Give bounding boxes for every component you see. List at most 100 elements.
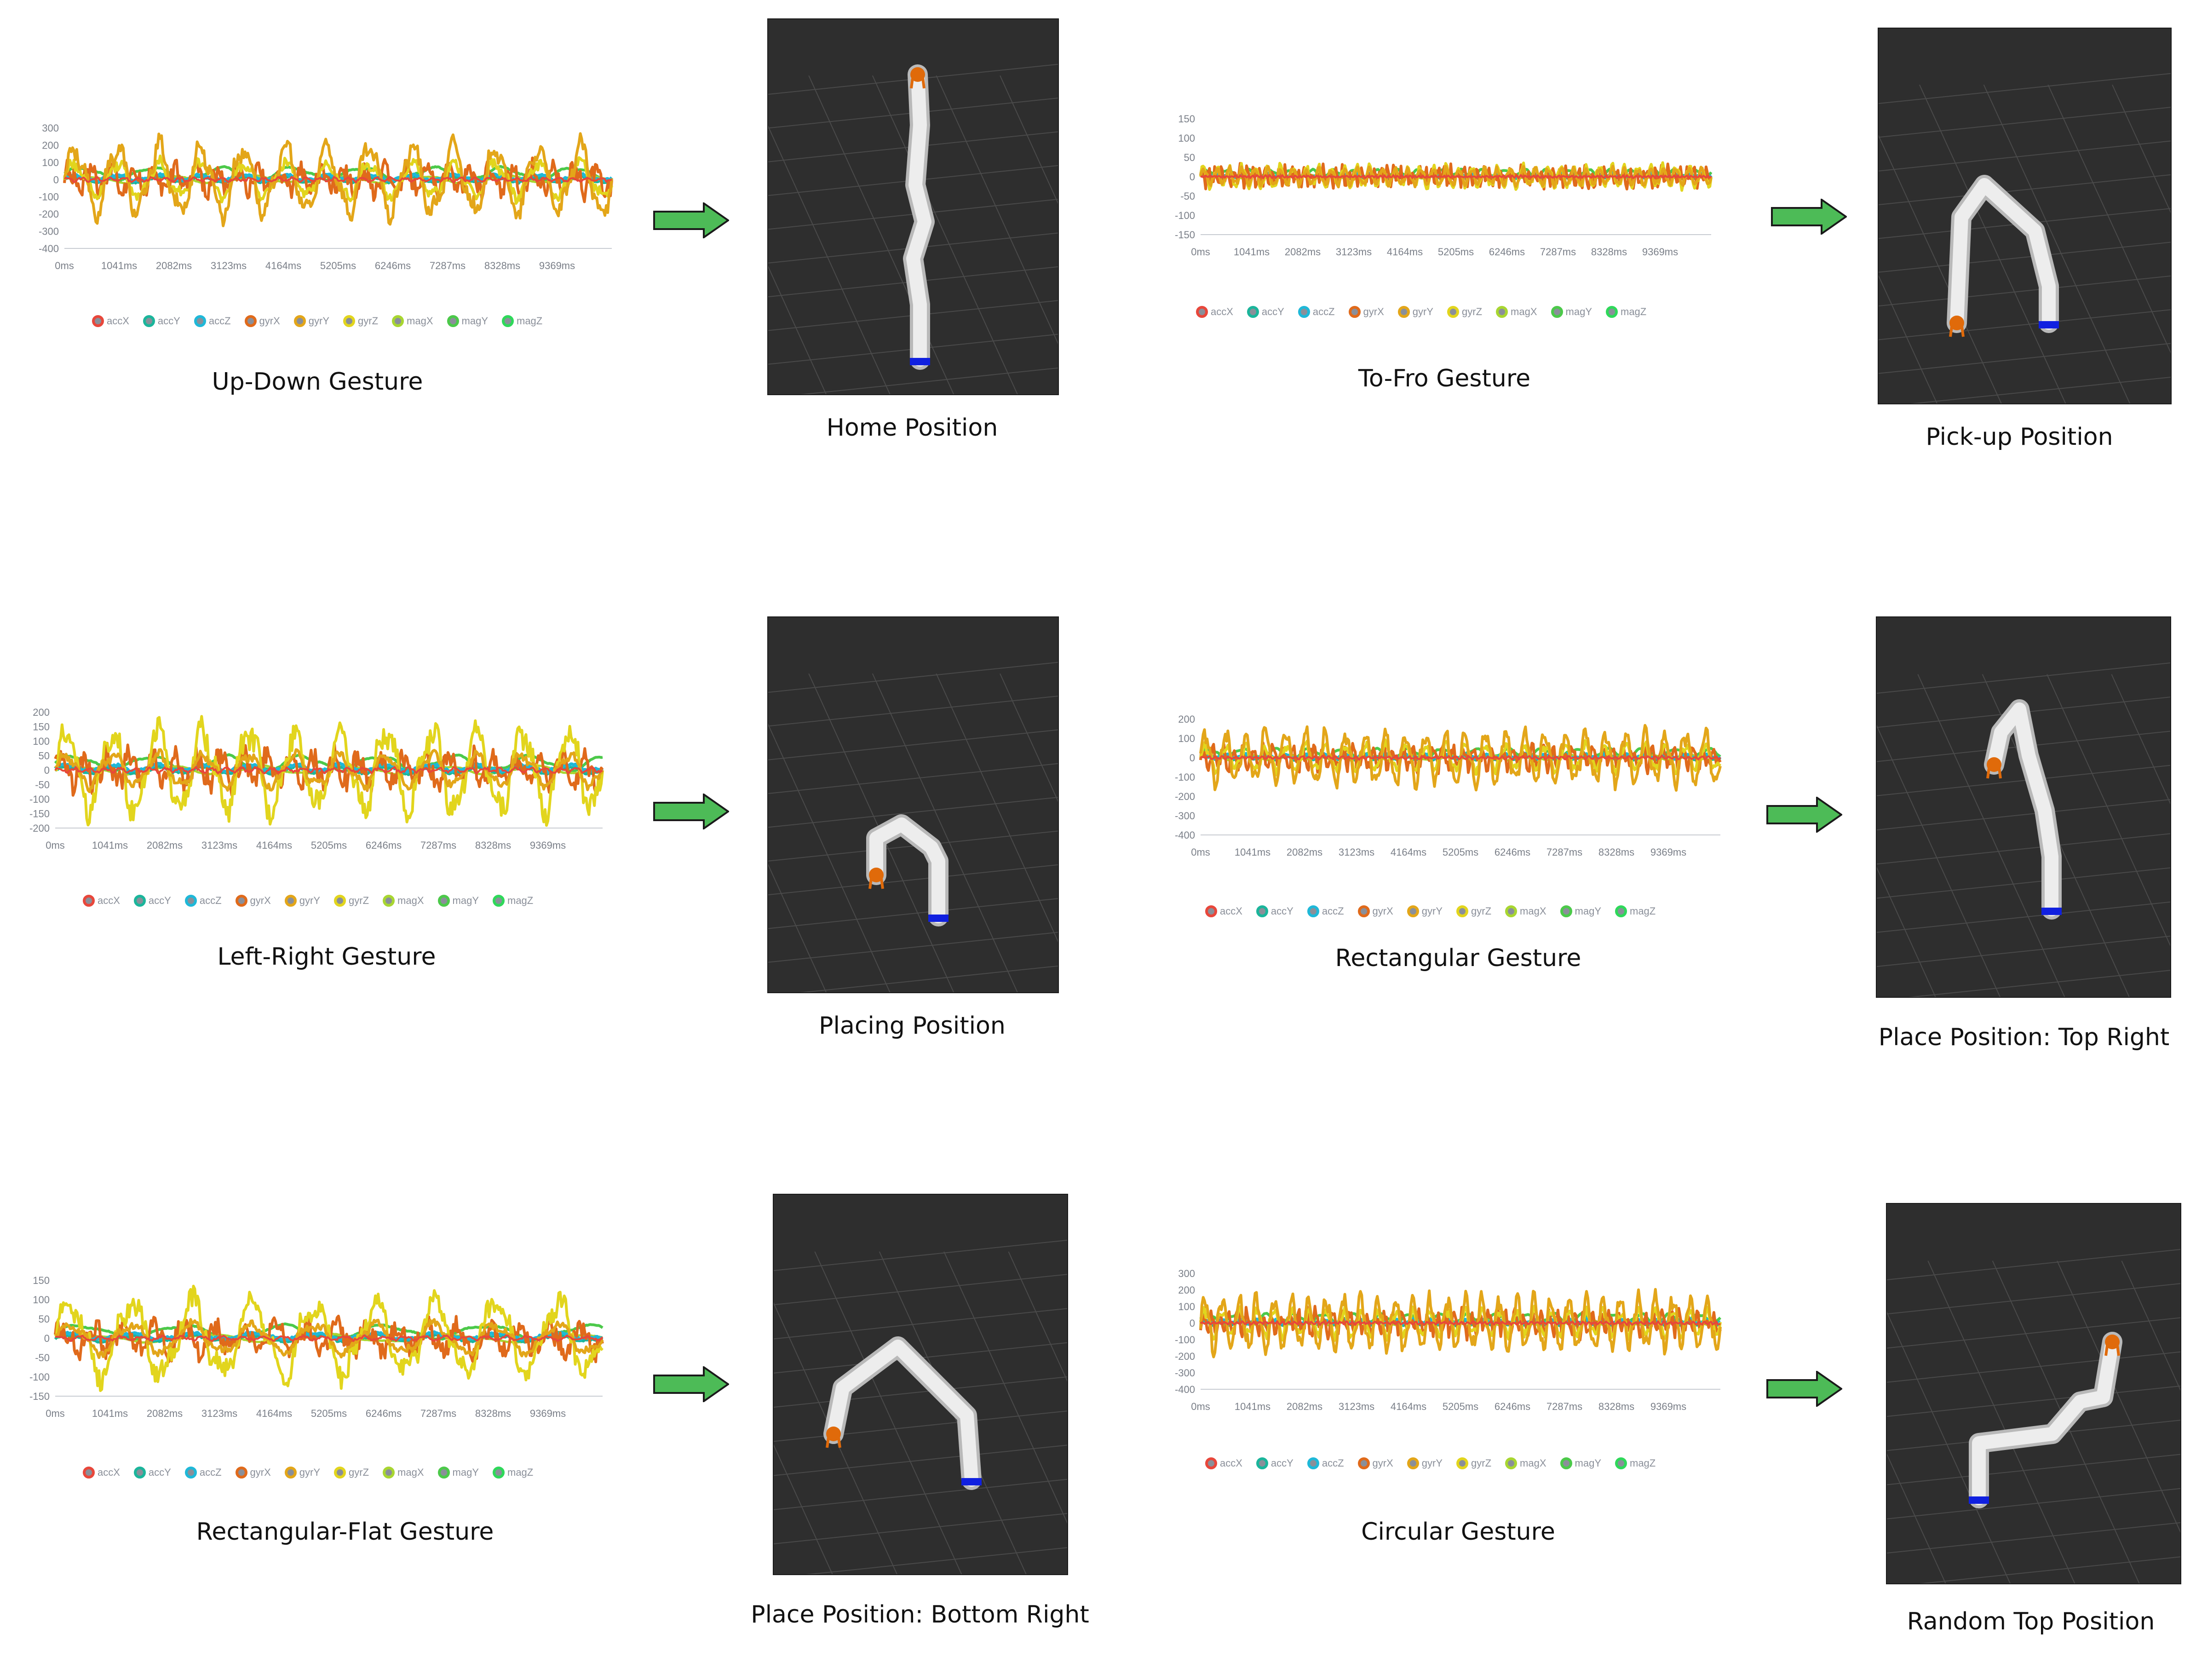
legend-dot xyxy=(334,1467,346,1479)
y-tick-label: -300 xyxy=(39,226,59,237)
robot-view-pickup xyxy=(1878,28,2172,404)
legend-item-magY[interactable]: magY xyxy=(1560,1457,1601,1469)
legend-item-accY[interactable]: accY xyxy=(1247,306,1284,318)
ground-grid-line xyxy=(943,1251,1067,1524)
legend-item-accX[interactable]: accX xyxy=(1196,306,1233,318)
legend-item-magY[interactable]: magY xyxy=(1560,905,1601,917)
legend-item-magZ[interactable]: magZ xyxy=(1615,905,1656,917)
x-tick-label: 4164ms xyxy=(256,840,292,851)
legend-item-magZ[interactable]: magZ xyxy=(1615,1457,1656,1469)
legend-item-magX[interactable]: magX xyxy=(1505,1457,1546,1469)
legend-item-magX[interactable]: magX xyxy=(1505,905,1546,917)
legend-item-gyrZ[interactable]: gyrZ xyxy=(1447,306,1482,318)
position-caption: Placing Position xyxy=(819,1012,1006,1040)
legend-item-accY[interactable]: accY xyxy=(1256,1457,1293,1469)
x-tick-label: 6246ms xyxy=(366,1408,402,1419)
ground-grid-line xyxy=(1877,867,2170,899)
legend-item-accZ[interactable]: accZ xyxy=(184,1467,222,1479)
x-tick-label: 6246ms xyxy=(366,840,402,851)
legend-item-gyrZ[interactable]: gyrZ xyxy=(334,895,369,907)
legend-item-magX[interactable]: magX xyxy=(383,1467,424,1479)
legend-item-accZ[interactable]: accZ xyxy=(1307,905,1344,917)
legend-item-gyrY[interactable]: gyrY xyxy=(1407,1457,1443,1469)
chart-legend: accX accY accZ gyrX gyrY gyrZ magX magY magZ xyxy=(83,1467,547,1479)
legend-item-accY[interactable]: accY xyxy=(133,1467,171,1479)
legend-item-gyrX[interactable]: gyrX xyxy=(244,315,280,327)
legend-item-gyrX[interactable]: gyrX xyxy=(235,1467,271,1479)
legend-item-gyrX[interactable]: gyrX xyxy=(1357,1457,1393,1469)
legend-item-gyrY[interactable]: gyrY xyxy=(293,315,329,327)
ground-grid-line xyxy=(1879,275,2171,307)
y-tick-label: 300 xyxy=(42,122,59,134)
legend-dot xyxy=(284,1467,297,1479)
end-effector xyxy=(2105,1335,2120,1349)
legend-label: accZ xyxy=(199,1467,222,1478)
legend-item-gyrY[interactable]: gyrY xyxy=(1407,905,1443,917)
legend-item-accX[interactable]: accX xyxy=(83,895,120,907)
legend-dot xyxy=(1298,306,1310,318)
legend-item-gyrX[interactable]: gyrX xyxy=(235,895,271,907)
legend-item-accZ[interactable]: accZ xyxy=(1298,306,1335,318)
legend-item-magY[interactable]: magY xyxy=(447,315,488,327)
chart-legend: accX accY accZ gyrX gyrY gyrZ magX magY magZ xyxy=(83,895,547,907)
series-line-gyrY xyxy=(63,132,613,227)
y-tick-label: 100 xyxy=(42,157,59,168)
legend-label: gyrZ xyxy=(358,315,379,327)
legend-label: gyrY xyxy=(299,895,321,906)
arrow-right-icon xyxy=(1766,1371,1842,1407)
legend-item-accX[interactable]: accX xyxy=(83,1467,120,1479)
legend-item-gyrZ[interactable]: gyrZ xyxy=(334,1467,369,1479)
legend-item-accZ[interactable]: accZ xyxy=(1307,1457,1344,1469)
legend-item-accZ[interactable]: accZ xyxy=(184,895,222,907)
legend-item-gyrY[interactable]: gyrY xyxy=(284,1467,320,1479)
y-tick-label: 50 xyxy=(39,1313,50,1325)
robot-base xyxy=(961,1478,982,1485)
legend-item-magY[interactable]: magY xyxy=(1551,306,1592,318)
legend-item-gyrY[interactable]: gyrY xyxy=(1397,306,1433,318)
legend-item-magX[interactable]: magX xyxy=(392,315,433,327)
arrow-right-icon xyxy=(653,794,729,829)
legend-label: accX xyxy=(98,1467,120,1478)
legend-item-accX[interactable]: accX xyxy=(1205,1457,1242,1469)
legend-item-magZ[interactable]: magZ xyxy=(493,1467,533,1479)
x-tick-label: 1041ms xyxy=(1234,246,1270,258)
legend-item-accY[interactable]: accY xyxy=(143,315,180,327)
legend-item-magY[interactable]: magY xyxy=(437,895,479,907)
legend-item-gyrX[interactable]: gyrX xyxy=(1357,905,1393,917)
x-tick-label: 0ms xyxy=(55,260,74,271)
legend-item-gyrZ[interactable]: gyrZ xyxy=(1456,905,1491,917)
legend-dot xyxy=(1551,306,1563,318)
ground-grid-line xyxy=(2047,84,2171,354)
ground-grid-line xyxy=(872,673,1018,992)
legend-dot xyxy=(184,895,197,907)
legend-label: magX xyxy=(1520,1457,1546,1469)
legend-item-magX[interactable]: magX xyxy=(383,895,424,907)
legend-label: accX xyxy=(1211,306,1233,317)
y-tick-label: -100 xyxy=(29,794,50,805)
legend-label: accZ xyxy=(199,895,222,906)
ground-grid-line xyxy=(1877,765,2170,796)
legend-item-magX[interactable]: magX xyxy=(1496,306,1537,318)
legend-item-gyrZ[interactable]: gyrZ xyxy=(1456,1457,1491,1469)
legend-item-accZ[interactable]: accZ xyxy=(194,315,231,327)
legend-item-magZ[interactable]: magZ xyxy=(493,895,533,907)
legend-item-magY[interactable]: magY xyxy=(437,1467,479,1479)
legend-item-magZ[interactable]: magZ xyxy=(502,315,542,327)
legend-item-magZ[interactable]: magZ xyxy=(1606,306,1646,318)
ground-grid-line xyxy=(768,864,1058,896)
ground-grid-line xyxy=(774,1274,1067,1306)
legend-item-accY[interactable]: accY xyxy=(133,895,171,907)
legend-item-accY[interactable]: accY xyxy=(1256,905,1293,917)
ground-grid-line xyxy=(774,1444,1067,1476)
legend-item-gyrX[interactable]: gyrX xyxy=(1348,306,1384,318)
x-tick-label: 9369ms xyxy=(1642,246,1678,258)
gripper-fingers xyxy=(1949,322,1965,337)
legend-item-accX[interactable]: accX xyxy=(1205,905,1242,917)
legend-item-gyrZ[interactable]: gyrZ xyxy=(343,315,378,327)
legend-item-accX[interactable]: accX xyxy=(92,315,129,327)
legend-dot xyxy=(1615,1457,1627,1469)
x-tick-label: 3123ms xyxy=(1339,1401,1374,1412)
legend-label: accY xyxy=(148,1467,171,1478)
legend-item-gyrY[interactable]: gyrY xyxy=(284,895,321,907)
legend-dot xyxy=(284,895,297,907)
